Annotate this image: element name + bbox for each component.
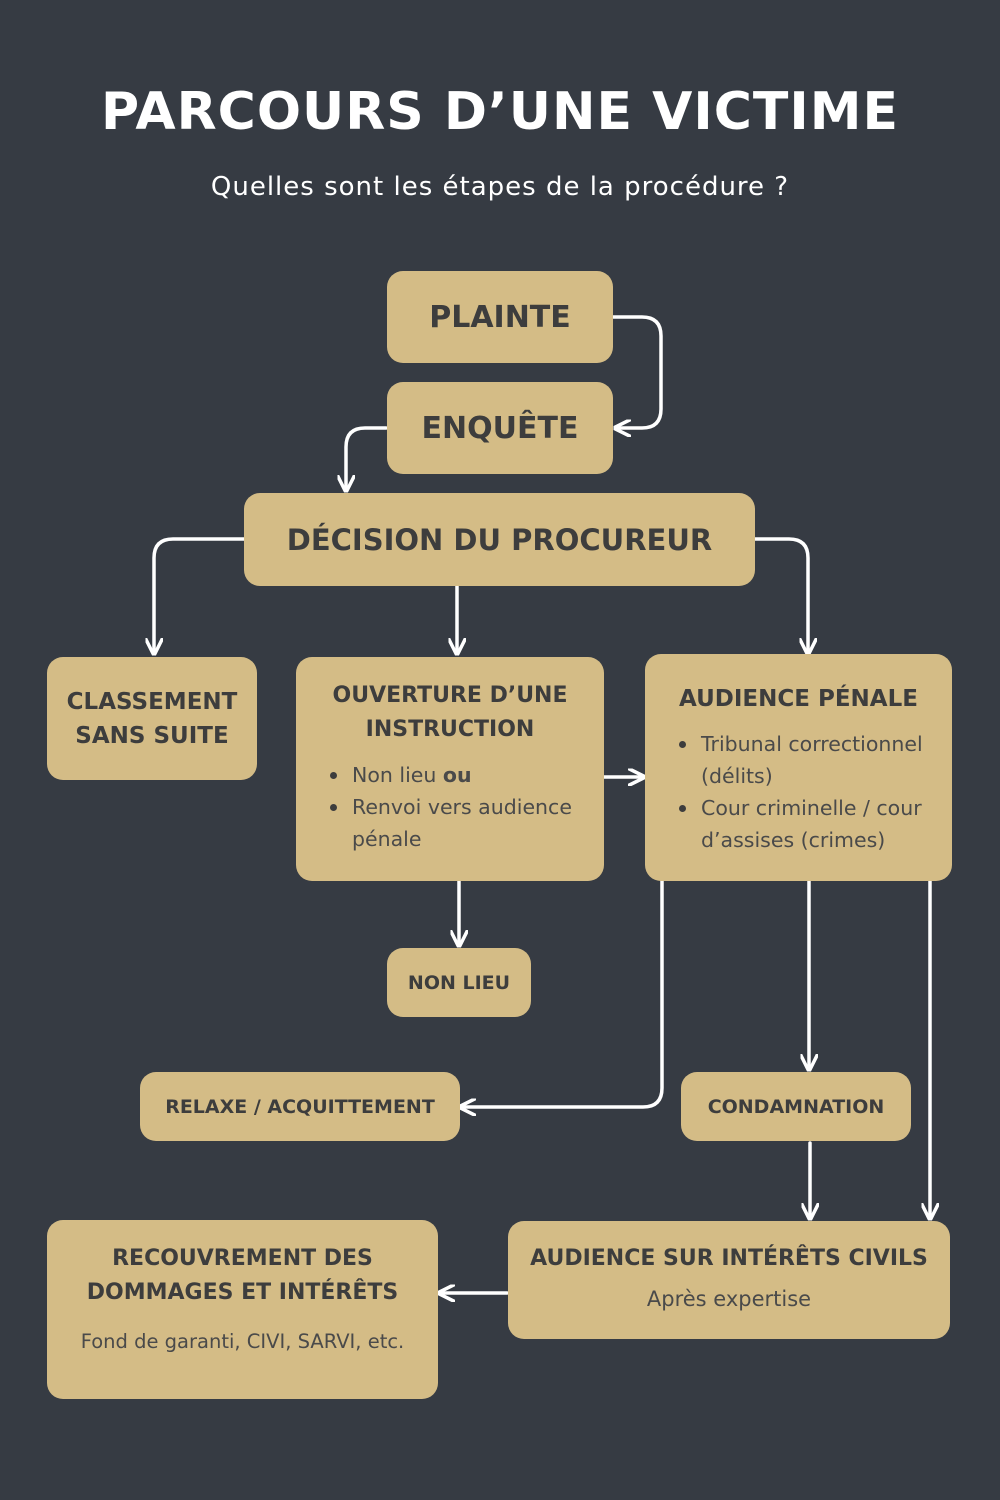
audience-bullet-tribunal: Tribunal correctionnel (délits) — [675, 728, 952, 792]
bullet-ou-bold: ou — [442, 763, 472, 787]
node-relaxe-label: RELAXE / ACQUITTEMENT — [165, 1095, 435, 1118]
node-interets-sub: Après expertise — [646, 1287, 812, 1311]
node-non-lieu: NON LIEU — [387, 948, 531, 1017]
arrow-plainte-enquete — [611, 315, 663, 428]
node-classement-line1: CLASSEMENT — [66, 688, 238, 715]
node-enquete-label: ENQUÊTE — [421, 410, 579, 446]
node-classement-sans-suite: CLASSEMENT SANS SUITE — [47, 657, 257, 780]
node-recouvrement-line2: DOMMAGES ET INTÉRÊTS — [86, 1280, 399, 1305]
audience-bullet-cour: Cour criminelle / cour d’assises (crimes… — [675, 792, 952, 856]
bullet-cour-line2: d’assises (crimes) — [701, 828, 886, 852]
page-title: PARCOURS D’UNE VICTIME — [101, 82, 899, 142]
node-decision-label: DÉCISION DU PROCUREUR — [286, 522, 713, 557]
node-instruction-line1: OUVERTURE D’UNE — [332, 683, 568, 708]
bullet-renvoi-line1: Renvoi vers audience — [352, 795, 572, 819]
bullet-non-lieu-text: Non lieu — [352, 763, 437, 787]
node-plainte: PLAINTE — [387, 271, 613, 363]
bullet-renvoi-line2: pénale — [352, 827, 422, 851]
node-ouverture-instruction: OUVERTURE D’UNE INSTRUCTION Non lieu ou … — [296, 657, 604, 881]
node-audience-interets-civils: AUDIENCE SUR INTÉRÊTS CIVILS Après exper… — [508, 1221, 950, 1339]
page-subtitle: Quelles sont les étapes de la procédure … — [210, 172, 790, 202]
instruction-bullet-list: Non lieu ou Renvoi vers audience pénale — [326, 759, 604, 855]
arrow-decision-audience — [753, 537, 808, 652]
node-decision-procureur: DÉCISION DU PROCUREUR — [244, 493, 755, 586]
node-recouvrement: RECOUVREMENT DES DOMMAGES ET INTÉRÊTS Fo… — [47, 1220, 438, 1399]
bullet-tribunal-line1: Tribunal correctionnel — [701, 732, 923, 756]
node-relaxe-acquittement: RELAXE / ACQUITTEMENT — [140, 1072, 460, 1141]
node-condamnation-label: CONDAMNATION — [707, 1095, 885, 1118]
node-interets-title: AUDIENCE SUR INTÉRÊTS CIVILS — [530, 1246, 928, 1271]
node-enquete: ENQUÊTE — [387, 382, 613, 474]
node-audience-penale: AUDIENCE PÉNALE Tribunal correctionnel (… — [645, 654, 952, 881]
node-plainte-label: PLAINTE — [429, 299, 571, 335]
bullet-tribunal-line2: (délits) — [701, 764, 773, 788]
audience-bullet-list: Tribunal correctionnel (délits) Cour cri… — [675, 728, 952, 856]
node-recouvrement-line1: RECOUVREMENT DES — [112, 1246, 373, 1271]
instruction-bullet-non-lieu: Non lieu ou — [326, 759, 604, 791]
node-non-lieu-label: NON LIEU — [407, 971, 511, 994]
node-instruction-line2: INSTRUCTION — [365, 717, 535, 742]
arrow-audience-relaxe — [462, 879, 664, 1107]
node-condamnation: CONDAMNATION — [681, 1072, 911, 1141]
node-audience-title: AUDIENCE PÉNALE — [679, 686, 918, 712]
bullet-cour-line1: Cour criminelle / cour — [701, 796, 922, 820]
instruction-bullet-renvoi: Renvoi vers audience pénale — [326, 791, 604, 855]
node-classement-line2: SANS SUITE — [75, 722, 229, 749]
arrow-decision-classement — [154, 537, 246, 652]
node-recouvrement-sub: Fond de garanti, CIVI, SARVI, etc. — [80, 1330, 405, 1353]
arrow-enquete-decision — [346, 426, 388, 489]
